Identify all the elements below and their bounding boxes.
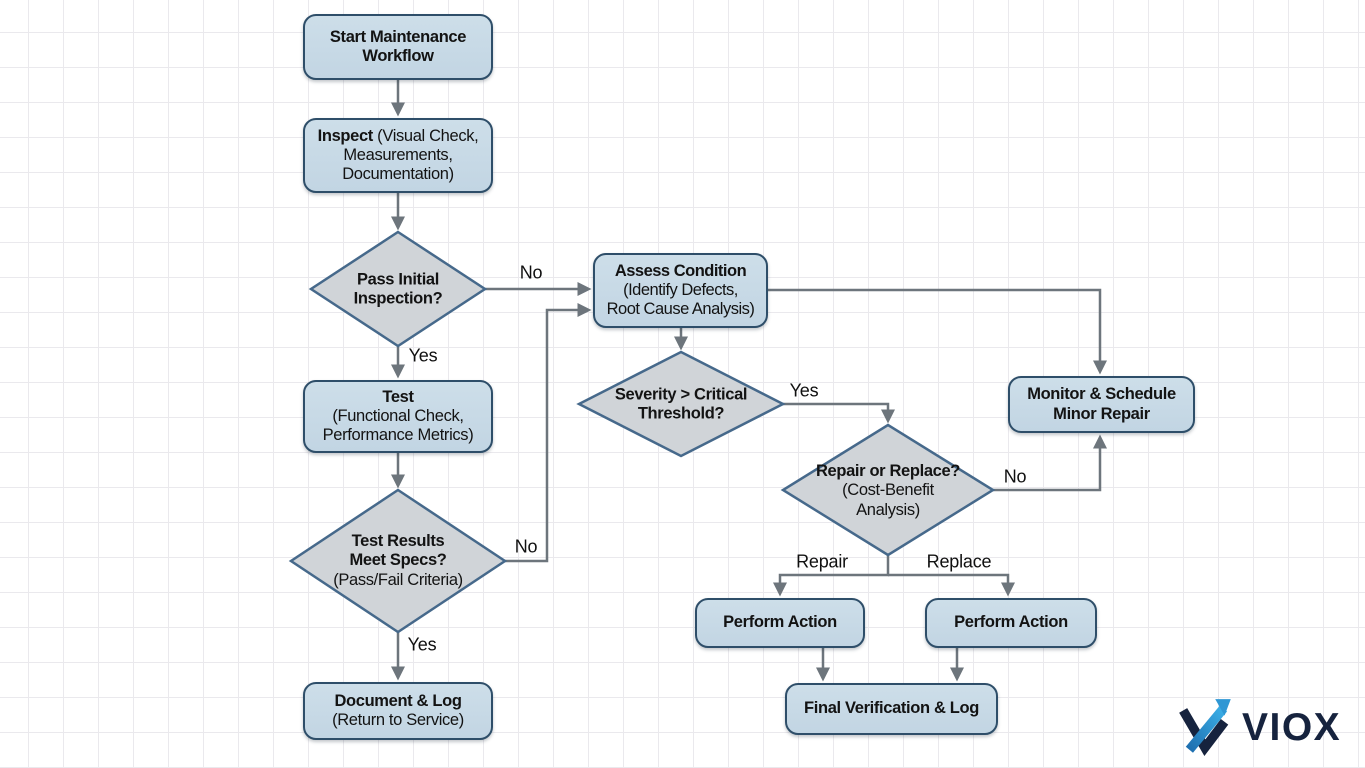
edge-label-branch-replace: Replace [926,551,992,572]
diamonds [288,230,996,634]
diamond-pass-initial-inspection [308,230,488,348]
diamond-repair-or-replace [780,423,996,557]
edge-label-repair-no: No [1003,466,1027,487]
node-monitor-label: Monitor & Schedule Minor Repair [1027,385,1176,423]
node-test-label: Test (Functional Check, Performance Metr… [322,387,474,445]
node-monitor-schedule-minor-repair: Monitor & Schedule Minor Repair [1008,376,1195,433]
node-perform-right-label: Perform Action [954,613,1068,632]
edge-label-test-yes: Yes [407,634,437,655]
node-assess-condition: Assess Condition (Identify Defects, Root… [593,253,768,328]
connectors [391,80,1107,682]
edge-branch-repair [773,555,890,597]
edge-label-branch-repair: Repair [796,551,848,572]
edge-repairreplace-no-to-monitor [993,434,1107,492]
node-inspect-label: Inspect (Visual Check, Measurements, Doc… [317,126,479,184]
node-perform-action-repair: Perform Action [695,598,865,648]
label-test-results-meet-specs: Test Results Meet Specs? (Pass/Fail Crit… [333,531,463,589]
label-severity-critical-threshold: Severity > Critical Threshold? [614,385,748,423]
node-inspect: Inspect (Visual Check, Measurements, Doc… [303,118,493,193]
node-start-label: Start Maintenance Workflow [329,27,467,65]
label-pass-initial-inspection: Pass Initial Inspection? [353,270,443,308]
edge-label-pass-yes: Yes [408,345,438,366]
node-final-verification-and-log: Final Verification & Log [785,683,998,735]
node-start-maintenance-workflow: Start Maintenance Workflow [303,14,493,80]
edge-severity-yes-to-repairreplace [783,402,895,424]
node-document-label: Document & Log (Return to Service) [332,691,464,729]
node-test: Test (Functional Check, Performance Metr… [303,380,493,453]
node-assess-label: Assess Condition (Identify Defects, Root… [606,261,755,319]
viox-logo-text: VIOX [1242,705,1342,749]
edge-label-test-no: No [514,536,538,557]
node-perform-left-label: Perform Action [723,613,837,632]
node-perform-action-replace: Perform Action [925,598,1097,648]
diamond-severity-critical-threshold [576,350,786,458]
viox-logo: VIOX [1178,694,1358,760]
node-document-and-log: Document & Log (Return to Service) [303,682,493,740]
edge-branch-replace [888,573,1015,597]
edge-assess-to-monitor [768,288,1107,375]
edge-testresults-no-to-assess [503,303,592,563]
edge-label-severity-yes: Yes [789,380,819,401]
diamond-test-results-meet-specs [288,488,508,634]
node-final-label: Final Verification & Log [804,699,979,718]
edge-label-pass-no: No [519,262,543,283]
label-repair-or-replace: Repair or Replace? (Cost-Benefit Analysi… [815,461,961,519]
viox-logo-mark-icon [1179,699,1231,757]
